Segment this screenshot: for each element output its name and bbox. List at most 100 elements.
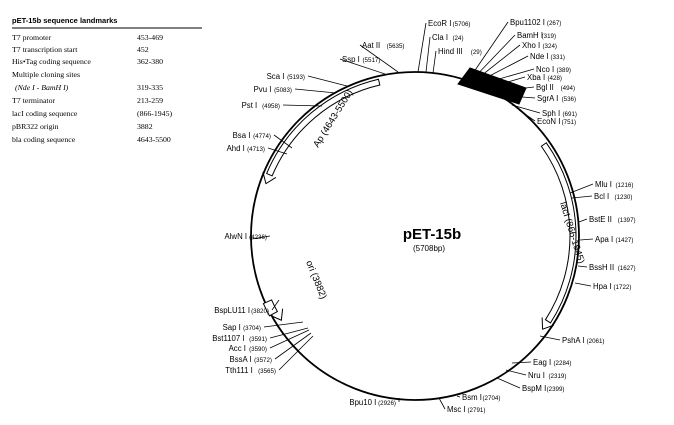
site-position: (5083)	[274, 87, 292, 94]
restriction-site: Pst I(4958)	[242, 101, 323, 110]
site-name: Aat II	[362, 41, 380, 50]
site-name: Xho I	[522, 41, 540, 50]
landmark-value: 452	[137, 45, 149, 54]
site-leader-line	[496, 94, 536, 99]
restriction-site: Xba I(428)	[486, 73, 562, 89]
landmark-value: 4643-5500	[137, 135, 171, 144]
site-position: (4713)	[247, 146, 265, 153]
restriction-site: BssA I(3572)	[230, 332, 312, 364]
site-leader-line	[466, 21, 509, 83]
restriction-site: SgrA I(536)	[496, 94, 576, 103]
site-name: Hind III	[438, 47, 463, 56]
feature-layer	[262, 78, 577, 330]
restriction-site: Eag I(2284)	[511, 358, 571, 367]
site-position: (5635)	[387, 43, 405, 50]
landmark-label: pBR322 origin	[12, 122, 59, 131]
site-position: (3572)	[254, 357, 272, 364]
restriction-site: Bsa I(4774)	[233, 131, 293, 149]
restriction-site: EcoN I(751)	[518, 109, 576, 126]
site-leader-line	[273, 134, 293, 149]
site-name: BspLU11 I	[214, 306, 250, 315]
restriction-site: Apa I(1427)	[579, 235, 633, 244]
site-leader-line	[339, 58, 386, 75]
site-name: BspM I	[522, 384, 546, 393]
restriction-site: Hind III(29)	[432, 47, 482, 74]
landmark-label: (Nde I - BamH I)	[15, 83, 69, 92]
ori-feature-label: ori (3882)	[303, 259, 328, 301]
site-leader-line	[251, 235, 271, 240]
laci-feature-bar	[540, 142, 577, 324]
site-leader-line	[511, 361, 532, 364]
restriction-site: Bsm I(2704)	[456, 393, 500, 402]
site-leader-line	[274, 332, 312, 360]
site-leader-line	[456, 395, 461, 398]
site-name: Tth111 I	[225, 366, 252, 375]
ap-feature-bar	[265, 78, 381, 177]
site-position: (331)	[551, 54, 565, 61]
site-leader-line	[278, 335, 314, 371]
site-leader-line	[469, 34, 516, 83]
site-position: (2061)	[587, 338, 605, 345]
restriction-site: Aat II (5635)	[359, 41, 405, 73]
site-name: BamH I	[517, 31, 543, 40]
restriction-site: Sap I(3704)	[223, 321, 304, 332]
site-position: (691)	[563, 111, 577, 118]
site-leader-line	[432, 50, 437, 74]
landmark-value: 3882	[137, 122, 153, 131]
site-name: SgrA I	[537, 94, 558, 103]
landmark-value: 362-380	[137, 57, 163, 66]
site-position: (319)	[542, 33, 556, 40]
t7-promoter-arrow	[457, 67, 527, 105]
site-position: (1397)	[618, 217, 636, 224]
site-position: (2791)	[468, 407, 486, 414]
site-name: Msc I	[447, 405, 466, 414]
landmarks-title: pET-15b sequence landmarks	[12, 16, 117, 25]
site-name: Xba I	[527, 73, 545, 82]
site-name: Cla I	[432, 33, 448, 42]
landmark-label: T7 terminator	[12, 96, 55, 105]
site-name: PshA I	[562, 336, 585, 345]
site-leader-line	[577, 265, 588, 268]
site-leader-line	[486, 76, 526, 89]
site-position: (3590)	[249, 346, 267, 353]
site-name: Ssp I	[342, 55, 360, 64]
site-position: (2399)	[547, 386, 565, 393]
restriction-site: Bst1107 I(3591)	[212, 327, 309, 343]
restriction-site: Sph I(691)	[511, 104, 577, 118]
site-leader-line	[267, 147, 288, 155]
site-name: AlwN I	[225, 232, 248, 241]
site-position: (428)	[548, 75, 562, 82]
landmark-label: T7 transcription start	[12, 45, 78, 54]
landmark-label: T7 promoter	[12, 33, 52, 42]
landmark-label: Multiple cloning sites	[12, 70, 80, 79]
site-leader-line	[491, 86, 535, 93]
landmark-value: 319-335	[137, 83, 163, 92]
site-leader-line	[477, 68, 535, 86]
restriction-site: Bgl II(494)	[491, 83, 575, 93]
site-leader-line	[473, 55, 529, 85]
site-name: Sca I	[267, 72, 285, 81]
site-position: (1216)	[616, 182, 634, 189]
site-leader-line	[574, 282, 592, 287]
site-name: Pvu I	[254, 85, 272, 94]
restriction-site: Tth111 I(3565)	[225, 335, 314, 375]
landmark-value: (866-1945)	[137, 109, 172, 118]
restriction-site: Mlu I (1216)	[569, 180, 634, 194]
site-leader-line	[569, 183, 594, 194]
site-name: Sap I	[223, 323, 241, 332]
site-name: Bsa I	[233, 131, 251, 140]
restriction-site-layer: EcoR I(5706)Cla I(24)Hind III(29)Aat II(…	[212, 18, 635, 414]
site-leader-line	[417, 22, 427, 73]
site-name: Mlu I	[595, 180, 612, 189]
restriction-site: Bcl I(1230)	[571, 192, 632, 201]
landmark-value: 213-259	[137, 96, 163, 105]
site-name: Nco I	[536, 65, 554, 74]
site-position: (4774)	[253, 133, 271, 140]
landmark-label: bla coding sequence	[12, 135, 76, 144]
site-name: Hpa I	[593, 282, 612, 291]
restriction-site: Ahd I(4713)	[227, 144, 288, 155]
restriction-site: AlwN I(4236)	[225, 232, 271, 241]
site-leader-line	[511, 104, 541, 114]
site-position: (2319)	[549, 373, 567, 380]
site-position: (3820)	[251, 308, 269, 315]
